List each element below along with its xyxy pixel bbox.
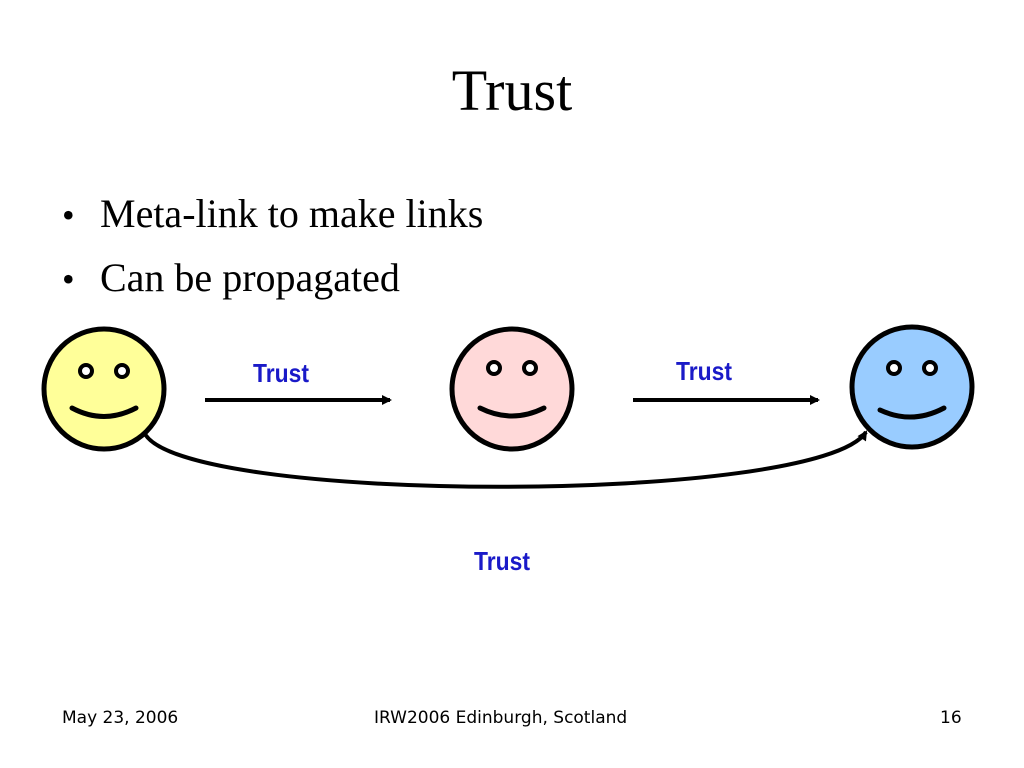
edge-label-trust: Trust	[474, 546, 530, 576]
footer-event: IRW2006 Edinburgh, Scotland	[374, 708, 628, 728]
edge-label-trust: Trust	[253, 358, 309, 388]
bullet-text: Meta-link to make links	[100, 191, 484, 236]
bullet-list: • Meta-link to make links • Can be propa…	[62, 190, 483, 318]
bullet-text: Can be propagated	[100, 255, 400, 300]
smiley-face-icon	[449, 326, 575, 452]
bullet-item: • Meta-link to make links	[62, 190, 483, 254]
footer-date: May 23, 2006	[62, 708, 179, 728]
bullet-dot-icon: •	[62, 259, 75, 299]
trust-edge-a-to-c	[142, 430, 868, 489]
footer-page-number: 16	[940, 708, 962, 728]
bullet-dot-icon: •	[62, 195, 75, 235]
bullet-item: • Can be propagated	[62, 254, 483, 318]
smiley-face-icon	[41, 326, 167, 452]
edge-label-trust: Trust	[676, 356, 732, 386]
slide-title: Trust	[451, 58, 573, 123]
smiley-face-icon	[849, 324, 975, 450]
